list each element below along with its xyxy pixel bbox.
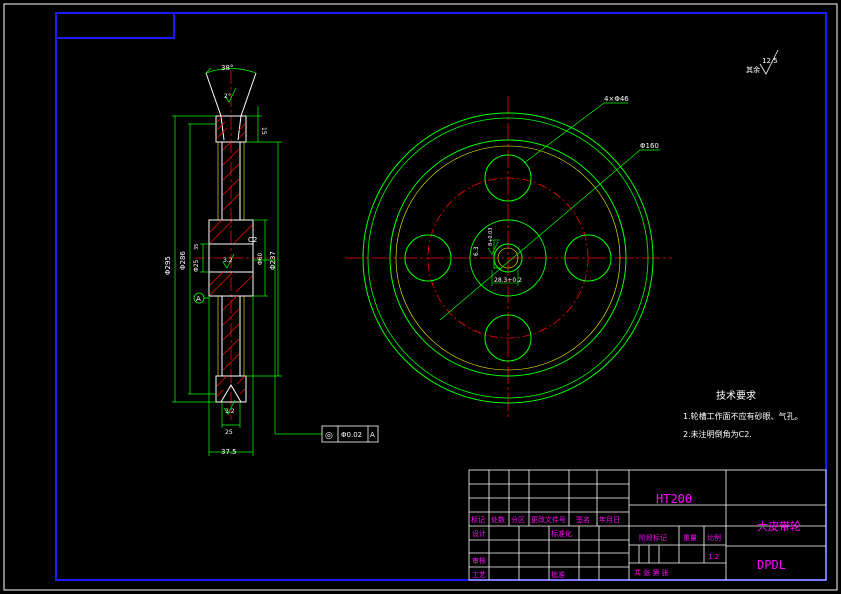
dim-295: Φ295 <box>164 256 172 275</box>
title-scale: 1:2 <box>708 553 719 561</box>
title-row-label-4: 签名 <box>576 515 590 524</box>
title-row-label-2: 分区 <box>511 515 525 524</box>
outer-frame <box>3 3 838 591</box>
dim-160: Φ160 <box>640 142 659 150</box>
dim-375: 37.5 <box>221 448 237 456</box>
roughness-32a: 3.2 <box>223 257 233 264</box>
title-row-label-1: 处数 <box>491 515 505 524</box>
dim-63: 6.3 <box>473 246 480 256</box>
roughness-general: 其余 12.5 <box>746 49 779 75</box>
title-process: 工艺 <box>472 571 486 579</box>
datum-letter: A <box>196 295 201 303</box>
title-row-label-3: 更改文件号 <box>531 515 566 524</box>
dim-angle-small: 2° <box>224 93 231 100</box>
holes-label: 4×Φ46 <box>604 95 629 103</box>
title-drawing-no: DPDL <box>757 558 786 572</box>
title-review: 审核 <box>472 556 486 565</box>
title-block <box>468 469 827 581</box>
title-weight: 重量 <box>683 534 697 542</box>
title-scale-label: 比例 <box>707 533 721 542</box>
dim-groove-angle: 38° <box>221 64 233 72</box>
title-sheets: 共 张 第 张 <box>634 568 669 577</box>
tolerance-symbol: ◎ <box>325 431 333 441</box>
dim-283: 28.3+0.2 <box>494 277 522 284</box>
notes-title: 技术要求 <box>716 389 756 402</box>
roughness-general-label: 其余 <box>746 65 760 74</box>
dim-35: 35 <box>194 244 200 250</box>
title-part-name: 大皮带轮 <box>757 519 801 533</box>
title-stage: 阶段标记 <box>639 533 667 542</box>
tolerance-ref: A <box>370 431 375 439</box>
roughness-32b: 3.2 <box>225 408 235 415</box>
dim-15: 15 <box>260 127 267 135</box>
title-row-label-5: 年月日 <box>599 515 620 524</box>
dim-286: Φ286 <box>179 251 187 270</box>
dim-25-vertical: Φ25 <box>193 259 200 272</box>
dim-c2: C2 <box>248 236 257 244</box>
dim-237: Φ237 <box>269 251 277 270</box>
notes-line-1: 1.轮槽工作面不应有砂眼、气孔。 <box>683 411 803 421</box>
notes-line-2: 2.未注明倒角为C2. <box>683 429 752 439</box>
border-frame <box>55 12 827 581</box>
tolerance-frame <box>321 425 379 443</box>
title-row-label-0: 标记 <box>471 515 485 524</box>
title-material: HT200 <box>656 492 692 506</box>
code-box <box>55 12 175 39</box>
roughness-general-value: 12.5 <box>762 57 778 65</box>
title-standard: 标准化 <box>551 529 572 538</box>
dim-8: 8+0.03 <box>488 227 494 246</box>
side-view <box>172 67 379 456</box>
title-approve: 批准 <box>551 570 565 579</box>
front-view <box>345 96 672 420</box>
dim-60: Φ60 <box>257 252 264 265</box>
tolerance-value: Φ0.02 <box>341 431 362 439</box>
title-design: 设计 <box>472 529 486 538</box>
dim-25-horizontal: 25 <box>225 429 233 436</box>
